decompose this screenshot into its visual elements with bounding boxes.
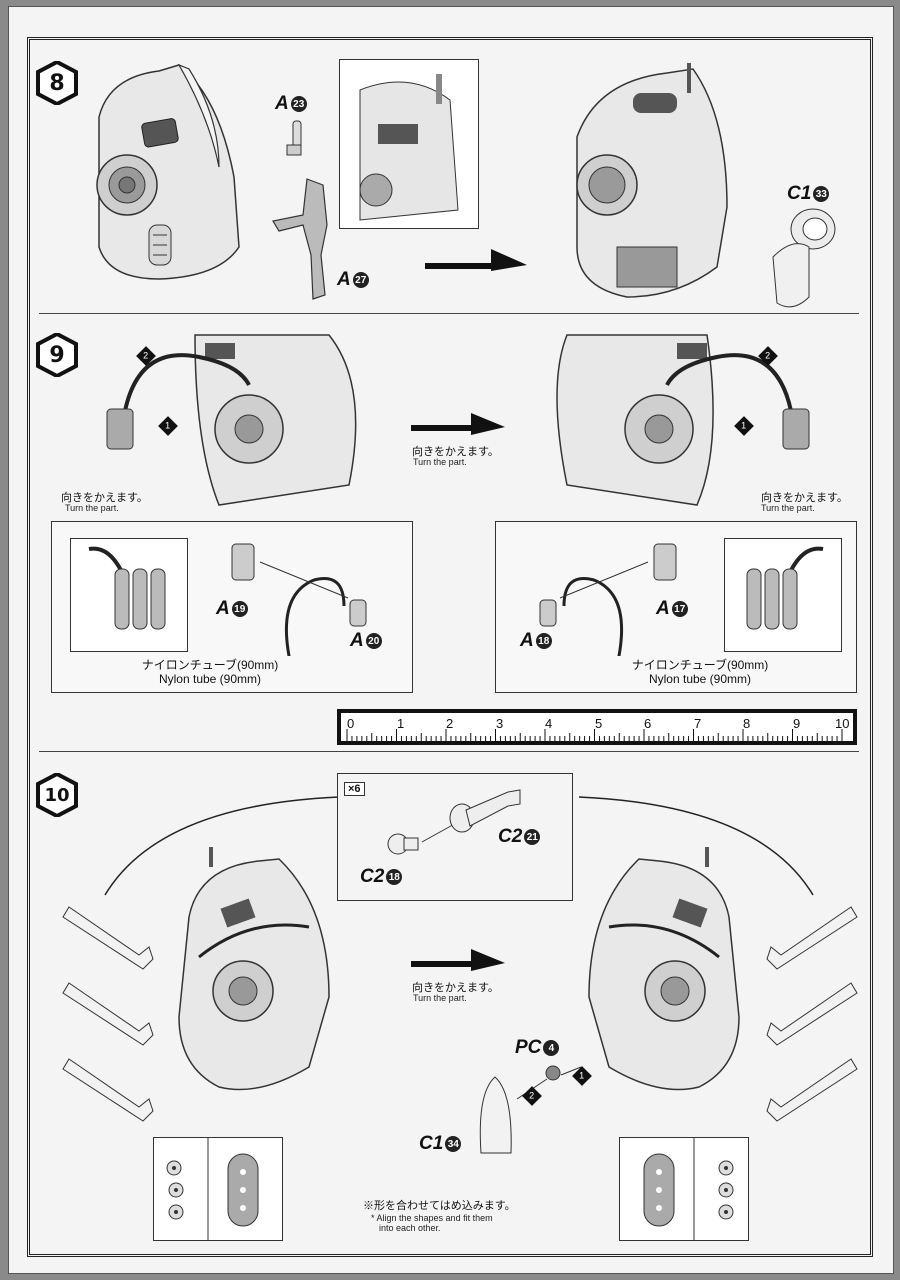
section-divider — [39, 313, 859, 314]
part-a23-illustration — [286, 120, 302, 156]
ruler-number: 2 — [446, 716, 454, 731]
ruler-number: 4 — [545, 716, 553, 731]
head-tube-right-illustration — [556, 334, 810, 506]
direction-arrow — [411, 413, 505, 435]
ruler-number: 8 — [743, 716, 751, 731]
part-c1-33-illustration — [772, 208, 836, 308]
head-assembled-illustration — [576, 63, 728, 298]
page-frame — [27, 37, 873, 1257]
turn-note-jp: 向きをかえます。 — [412, 446, 499, 458]
guide-arcs — [104, 796, 814, 896]
step-number: 10 — [44, 784, 70, 806]
ruler-number: 10 — [835, 716, 850, 731]
turn-note-en: Turn the part. — [413, 993, 467, 1003]
turn-note-en: Turn the part. — [65, 503, 119, 513]
cap-parts-illustration — [479, 1065, 582, 1154]
alignment-note-jp: ※形を合わせてはめ込みます。 — [363, 1200, 516, 1212]
step-8-badge: 8 — [35, 59, 79, 107]
direction-arrow — [425, 249, 527, 271]
part-a27-illustration — [272, 178, 328, 300]
detail-inset — [339, 59, 479, 229]
tube-closeup — [70, 538, 188, 652]
step-number: 9 — [49, 342, 65, 368]
alignment-note-en-2: into each other. — [379, 1223, 441, 1233]
head-pipes-left-illustration — [178, 847, 330, 1091]
alignment-note-en-1: * Align the shapes and fit them — [371, 1213, 493, 1223]
quantity-badge: ×6 — [344, 782, 365, 796]
alignment-detail-left — [153, 1137, 283, 1241]
step-10-badge: 10 — [35, 771, 79, 819]
ruler-number: 0 — [347, 716, 355, 731]
tube-length-label: ナイロンチューブ(90mm) Nylon tube (90mm) — [141, 658, 279, 686]
ruler-number: 1 — [397, 716, 405, 731]
alignment-detail-right — [619, 1137, 749, 1241]
pipe-parts-right — [766, 906, 858, 1122]
ruler-number: 6 — [644, 716, 652, 731]
head-assembly-illustration — [96, 63, 240, 280]
ruler-number: 3 — [496, 716, 504, 731]
tube-closeup — [724, 538, 842, 652]
ruler-number: 5 — [595, 716, 603, 731]
turn-note-en: Turn the part. — [761, 503, 815, 513]
measurement-ruler: 0 1 2 3 4 5 6 7 8 9 10 — [337, 709, 857, 745]
ruler-number: 9 — [793, 716, 801, 731]
tube-routing-illustration — [539, 543, 677, 656]
tube-routing-illustration — [231, 543, 367, 656]
section-divider — [39, 751, 859, 752]
step-9-badge: 9 — [35, 331, 79, 379]
ruler-number: 7 — [694, 716, 702, 731]
pipe-parts-illustration — [387, 789, 521, 855]
direction-arrow — [411, 949, 505, 971]
head-tube-left-illustration — [106, 334, 357, 506]
turn-note-jp: 向きをかえます。 — [412, 982, 499, 994]
turn-note-jp: 向きをかえます。 — [761, 492, 848, 504]
tube-length-label: ナイロンチューブ(90mm) Nylon tube (90mm) — [631, 658, 769, 686]
head-pipes-right-illustration — [588, 847, 740, 1091]
pipe-parts-left — [62, 906, 154, 1122]
turn-note-jp: 向きをかえます。 — [61, 492, 148, 504]
step-number: 8 — [49, 70, 65, 96]
turn-note-en: Turn the part. — [413, 457, 467, 467]
